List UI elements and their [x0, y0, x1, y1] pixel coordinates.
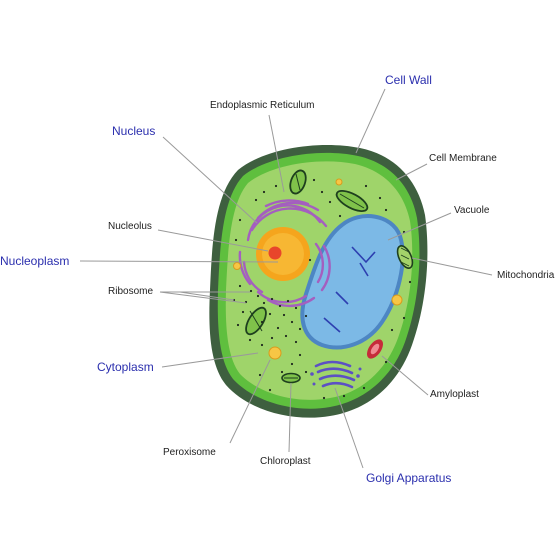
chloroplast-bottom [281, 372, 301, 384]
label-cytoplasm: Cytoplasm [97, 360, 154, 374]
leader-cell-membrane [395, 163, 428, 181]
label-nucleoplasm: Nucleoplasm [0, 254, 70, 268]
leader-ribosome-c [179, 291, 235, 301]
leader-peroxisome [229, 359, 271, 444]
label-ribosome: Ribosome [108, 286, 154, 297]
label-cell-wall: Cell Wall [385, 73, 432, 87]
golgi-vesicles [310, 367, 362, 386]
leader-nucleus [162, 136, 258, 224]
golgi-apparatus [314, 360, 356, 389]
label-cell-membrane: Cell Membrane [429, 153, 497, 164]
leader-endoplasmic-reticulum [268, 114, 285, 193]
label-nucleus: Nucleus [112, 124, 156, 138]
label-golgi-apparatus: Golgi Apparatus [366, 471, 452, 485]
label-amyloplast: Amyloplast [430, 389, 479, 400]
nucleoplasm [262, 233, 304, 275]
amyloplast [367, 339, 383, 359]
label-nucleolus: Nucleolus [108, 221, 152, 232]
leader-vacuole [387, 212, 452, 241]
leader-ribosome-b [159, 291, 247, 304]
leader-amyloplast [381, 355, 429, 396]
leader-nucleoplasm [79, 260, 279, 263]
peroxisomes [233, 178, 403, 360]
label-vacuole: Vacuole [454, 205, 490, 216]
leader-lines [79, 88, 493, 469]
label-chloroplast: Chloroplast [260, 456, 311, 467]
label-endoplasmic-reticulum: Endoplasmic Reticulum [210, 100, 315, 111]
leader-golgi [334, 387, 364, 469]
mitochondria [396, 245, 414, 269]
label-mitochondria: Mitochondria [497, 270, 555, 281]
leader-chloroplast [288, 382, 292, 453]
chloroplast-right-upper [335, 190, 369, 212]
chloroplast-top [289, 169, 307, 195]
endoplasmic-reticulum [238, 199, 331, 308]
nucleolus [268, 246, 282, 260]
label-peroxisome: Peroxisome [163, 447, 216, 458]
ribosomes [232, 178, 412, 400]
chloroplast-left [245, 306, 267, 336]
leader-nucleolus [157, 229, 269, 252]
leader-mitochondria [411, 257, 493, 276]
vacuole-crystals [323, 246, 376, 333]
leader-cell-wall [355, 88, 386, 154]
vacuole [300, 214, 405, 350]
leader-cytoplasm [161, 352, 259, 368]
